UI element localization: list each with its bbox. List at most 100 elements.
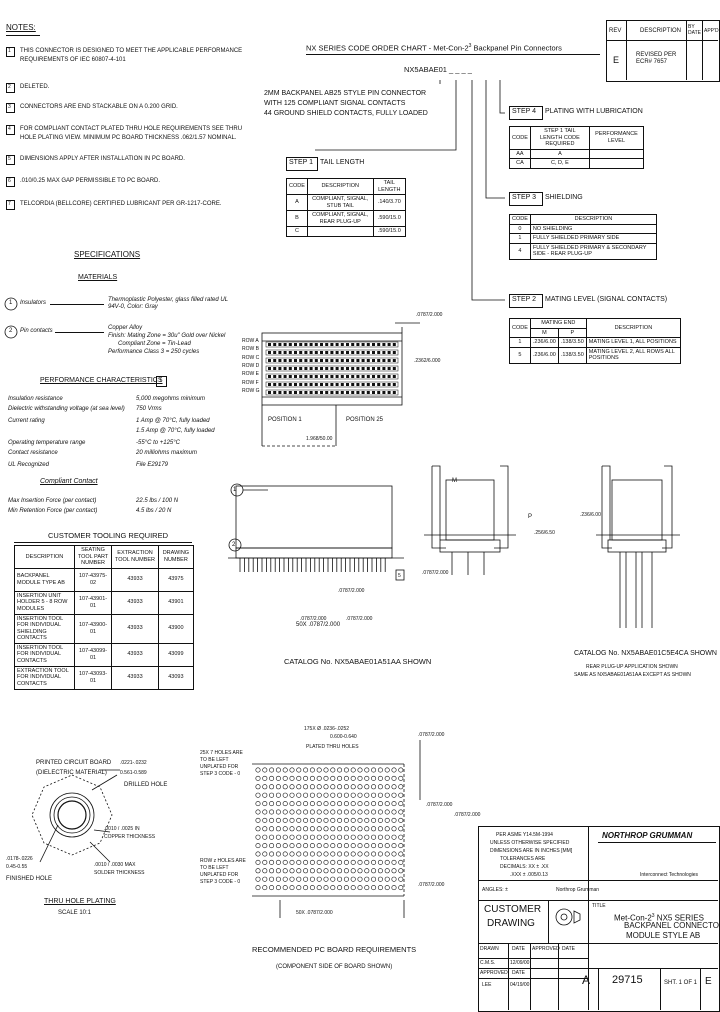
contact-pin <box>361 383 365 386</box>
perf-title: PERFORMANCE CHARACTERISTICS <box>40 377 163 384</box>
contact-pin <box>283 343 287 346</box>
pcb-hole <box>384 801 390 807</box>
holes-note-1b: TO BE LEFT <box>200 757 229 763</box>
contact-pin <box>325 391 329 394</box>
contact-pin <box>372 375 375 378</box>
contact-row <box>265 381 399 388</box>
pcb-hole <box>282 784 288 790</box>
finished-dim-2: 0.45-0.55 <box>6 864 28 870</box>
pcb-hole <box>398 843 404 849</box>
pcb-hole <box>316 859 322 865</box>
pcb-hole <box>364 792 370 798</box>
pcb-hole <box>289 784 295 790</box>
contact-pin <box>361 375 365 378</box>
pcb-hole <box>343 801 349 807</box>
contacts-val-4: Performance Class 3 = 250 cycles <box>108 349 200 355</box>
pcb-hole <box>337 792 343 798</box>
pcb-hole <box>377 801 383 807</box>
electronic-label: Northrop Grumman <box>556 887 600 893</box>
pcb-hole <box>350 809 356 815</box>
catalog-2-caption: CATALOG No. NX5ABAE01C5E4CA SHOWN <box>574 650 717 657</box>
contact-pin <box>294 343 297 346</box>
catalog-2-sub1: REAR PLUG-UP APPLICATION SHOWN <box>586 664 678 670</box>
pcb-hole <box>371 775 377 781</box>
contact-pin <box>294 351 297 354</box>
drill-label: DRILLED HOLE <box>124 782 168 788</box>
pcb-hole <box>398 784 404 790</box>
pcb-hole <box>275 801 281 807</box>
drawn-label: DRAWN <box>480 946 499 952</box>
pcb-hole <box>309 859 315 865</box>
compliant-title: Compliant Contact <box>40 478 98 485</box>
pcb-hole <box>282 876 288 882</box>
contact-pin <box>320 343 323 346</box>
pcb-hole <box>371 792 377 798</box>
contact-pin <box>330 343 334 346</box>
perf-note-box <box>156 376 167 387</box>
perf-value: 5,000 megohms minimum <box>136 396 206 402</box>
pcb-hole <box>330 809 336 815</box>
pcb-hole <box>350 885 356 891</box>
drawing-label: DRAWING <box>487 918 535 929</box>
pcb-hole <box>350 859 356 865</box>
pcb-hole <box>303 843 309 849</box>
pcb-hole <box>377 885 383 891</box>
contact-pin <box>361 367 365 370</box>
contact-pin <box>288 343 292 346</box>
pcb-hole <box>391 876 397 882</box>
pcb-hole <box>275 792 281 798</box>
contact-pin <box>335 375 339 378</box>
note-number-box <box>6 47 15 57</box>
contact-pin <box>335 351 339 354</box>
pcb-hole <box>289 868 295 874</box>
pcb-hole <box>309 792 315 798</box>
contact-pin <box>309 351 313 354</box>
contact-pin <box>320 383 323 386</box>
note-text: CONNECTORS ARE END STACKABLE ON A 0.200 … <box>20 104 178 110</box>
drawing-number: 29715 <box>612 974 643 986</box>
contact-pin <box>366 375 370 378</box>
step1-label: STEP 1 <box>289 159 313 166</box>
contact-pin <box>340 343 344 346</box>
contact-pin <box>309 375 313 378</box>
step1-label-box <box>286 157 318 171</box>
rev-letter: E <box>613 55 620 65</box>
pcb-hole <box>330 868 336 874</box>
contact-pin <box>294 391 297 394</box>
materials-title: MATERIALS <box>78 274 118 281</box>
contact-pin <box>346 383 349 386</box>
pcb-hole <box>384 775 390 781</box>
pcb-hole <box>262 826 268 832</box>
contact-pin <box>356 367 360 370</box>
drawn-date: 12/09/00 <box>510 960 530 966</box>
contact-pin <box>366 351 370 354</box>
tooling-header: SEATING TOOL PART NUMBER <box>73 545 113 569</box>
contact-row <box>265 349 399 356</box>
contact-pin <box>372 367 375 370</box>
pcb-hole <box>357 809 363 815</box>
pcb-hole <box>391 784 397 790</box>
step3-label: STEP 3 <box>512 194 536 201</box>
contact-pin <box>366 343 370 346</box>
pcb-hole <box>269 885 275 891</box>
step2-r1-code: 5 <box>509 346 531 364</box>
pcb-hole <box>323 834 329 840</box>
contact-pin <box>372 343 375 346</box>
contact-pin <box>283 391 287 394</box>
catalog-2-sub2: SAME AS NX5ABAE01A51AA EXCEPT AS SHOWN <box>574 672 691 678</box>
pcb-hole <box>350 775 356 781</box>
pcb-hole <box>371 826 377 832</box>
pcb-hole <box>398 876 404 882</box>
pcb-hole <box>269 834 275 840</box>
pcb-hole <box>364 859 370 865</box>
pcb-hole <box>255 851 261 857</box>
pcb-hole <box>309 868 315 874</box>
contact-pin <box>382 343 386 346</box>
finished-dim-1: .0178-.0226 <box>6 856 33 862</box>
pcb-hole <box>289 834 295 840</box>
pcb-hole <box>303 885 309 891</box>
contact-pin <box>392 375 396 378</box>
pcb-hole <box>289 792 295 798</box>
